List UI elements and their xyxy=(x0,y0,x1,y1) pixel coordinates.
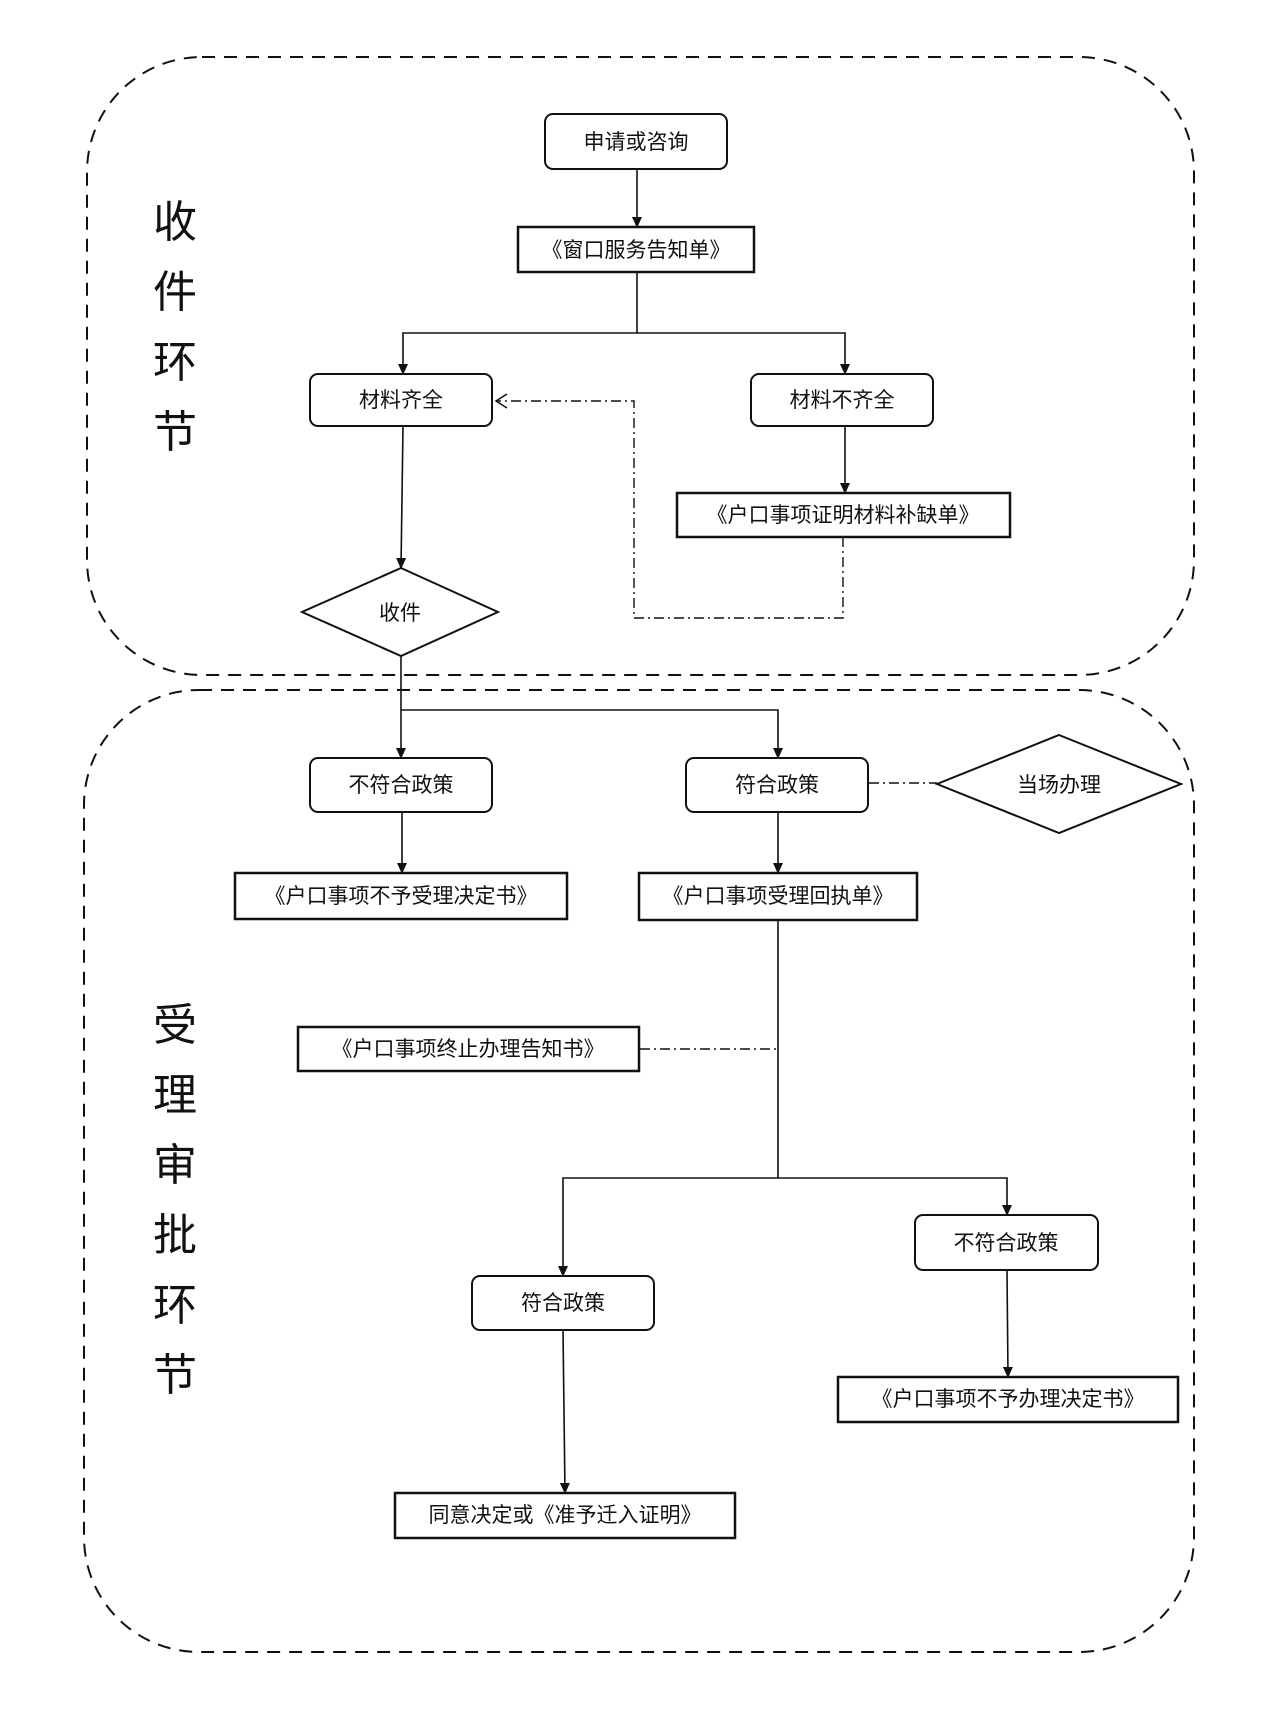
connector-split-complete xyxy=(398,332,637,375)
connector-compliant2-approval xyxy=(559,1329,570,1494)
accept-receipt-node xyxy=(637,871,919,922)
accept-receipt-label: 《户口事项受理回执单》 xyxy=(663,884,894,908)
receive-diamond xyxy=(299,566,501,658)
not-accept-decision-node xyxy=(233,871,569,921)
connector-noncompliant2-decision xyxy=(1002,1269,1013,1378)
materials-complete-label: 材料齐全 xyxy=(359,388,443,412)
supplement-form-node xyxy=(675,491,1012,539)
apply-node xyxy=(544,113,728,170)
materials-incomplete-node xyxy=(750,373,934,427)
stage1-char: 环 xyxy=(153,337,197,388)
noncompliant-2-label: 不符合政策 xyxy=(954,1231,1059,1255)
onsite-label: 当场办理 xyxy=(1017,773,1101,797)
stage2-char: 节 xyxy=(153,1350,197,1401)
stage2-char: 审 xyxy=(153,1140,197,1191)
review-stage-region xyxy=(83,689,1195,1653)
connector-complete-receive xyxy=(396,425,407,569)
receive-label: 收件 xyxy=(379,601,421,625)
stage1-char: 件 xyxy=(153,267,197,318)
open-arrowhead-icon xyxy=(494,393,508,409)
materials-incomplete-label: 材料不齐全 xyxy=(790,388,895,412)
stage2-char: 受 xyxy=(153,1000,197,1051)
window-notice-node xyxy=(516,225,756,274)
stage1-char: 节 xyxy=(153,407,197,458)
onsite-diamond xyxy=(934,733,1184,835)
termination-notice-label: 《户口事项终止办理告知书》 xyxy=(332,1037,605,1061)
dashdot-supplement-loop xyxy=(496,400,844,619)
not-accept-decision-label: 《户口事项不予受理决定书》 xyxy=(265,884,538,908)
collection-stage-title: 收件环节 xyxy=(153,197,197,458)
approval-label: 同意决定或《准予迁入证明》 xyxy=(429,1503,702,1527)
window-notice-label: 《窗口服务告知单》 xyxy=(542,238,731,262)
noncompliant-1-label: 不符合政策 xyxy=(349,773,454,797)
not-handle-decision-label: 《户口事项不予办理决定书》 xyxy=(872,1387,1145,1411)
approval-node xyxy=(393,1491,737,1540)
stage2-char: 批 xyxy=(153,1210,197,1261)
connector-split-compliant2 xyxy=(558,1177,778,1277)
connector-split-incomplete xyxy=(637,332,850,375)
stage2-char: 理 xyxy=(153,1070,197,1121)
connector-split-noncompliant2 xyxy=(778,1177,1012,1216)
noncompliant-1-node xyxy=(309,757,493,813)
compliant-1-node xyxy=(685,757,869,813)
noncompliant-2-node xyxy=(914,1214,1099,1271)
review-stage-title: 受理审批环节 xyxy=(153,1000,197,1401)
compliant-2-node xyxy=(471,1275,655,1331)
stage2-char: 环 xyxy=(153,1280,197,1331)
not-handle-decision-node xyxy=(836,1375,1180,1424)
compliant-1-label: 符合政策 xyxy=(735,773,819,797)
materials-complete-node xyxy=(309,373,493,427)
apply-label: 申请或咨询 xyxy=(584,130,689,154)
connector-split-compliant1 xyxy=(401,709,783,759)
stage1-char: 收 xyxy=(153,197,197,248)
compliant-2-label: 符合政策 xyxy=(521,1291,605,1315)
supplement-form-label: 《户口事项证明材料补缺单》 xyxy=(707,503,980,527)
termination-notice-node xyxy=(296,1025,641,1073)
